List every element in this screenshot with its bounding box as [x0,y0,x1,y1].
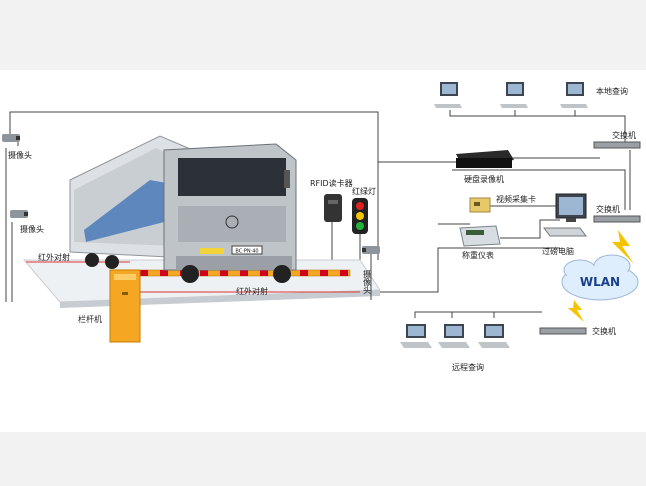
barrier-label: 栏杆机 [78,314,102,324]
traffic-light-label: 红绿灯 [352,186,376,196]
switch-mid-icon [593,215,641,223]
camera-top-label: 摄像头 [8,150,32,160]
infrared-bottom-label: 红外对射 [236,286,268,296]
local-query-pc-3-icon [560,82,588,108]
switch-bottom-icon [539,327,587,335]
remote-query-pc-1-icon [400,324,432,348]
switch-top-label: 交换机 [612,130,636,140]
traffic-light-icon [352,198,368,234]
dvr-label: 硬盘录像机 [464,174,504,184]
camera-right-label: 摄像头 [363,270,372,295]
system-diagram: BC·PN·40 摄像头 摄像头 摄像头 红外对射 红外对射 栏杆机 RFID读… [0,70,646,432]
switch-mid-label: 交换机 [596,204,620,214]
remote-query-label: 远程查询 [452,362,484,372]
truck-icon: BC·PN·40 [69,135,297,283]
wiring [5,110,631,318]
weighbridge-platform [22,259,381,343]
scale-meter-label: 称重仪表 [462,250,494,260]
weigh-pc-label: 过磅电脑 [542,246,574,256]
switch-top-icon [593,141,641,149]
wlan-cloud-icon [561,254,639,301]
truck-license-plate: BC·PN·40 [235,249,258,255]
camera-mid-icon [10,210,28,218]
camera-right-icon [362,246,380,300]
wlan-label: WLAN [580,275,620,289]
barrier-arm [129,269,351,277]
remote-query-pc-3-icon [478,324,510,348]
wireless-signal-bottom-icon [568,300,584,322]
capture-card-icon [469,197,491,213]
local-query-pc-1-icon [434,82,462,108]
camera-mid-label: 摄像头 [20,224,44,234]
infrared-left-label: 红外对射 [38,252,70,262]
rfid-reader-icon [324,194,342,222]
diagram-canvas: BC·PN·40 摄像头 摄像头 摄像头 红外对射 红外对射 栏杆机 RFID读… [2,82,641,372]
barrier-gate-icon [109,269,141,343]
wireless-signal-top-icon [612,230,634,264]
switch-bottom-label: 交换机 [592,326,616,336]
weigh-pc-icon [543,193,587,237]
camera-top-icon [2,134,20,142]
capture-card-label: 视频采集卡 [496,194,536,204]
scale-meter-icon [459,225,501,247]
dvr-icon [456,150,514,168]
rfid-label: RFID读卡器 [310,178,353,188]
local-query-pc-2-icon [500,82,528,108]
remote-query-pc-2-icon [438,324,470,348]
local-query-label: 本地查询 [596,86,628,96]
